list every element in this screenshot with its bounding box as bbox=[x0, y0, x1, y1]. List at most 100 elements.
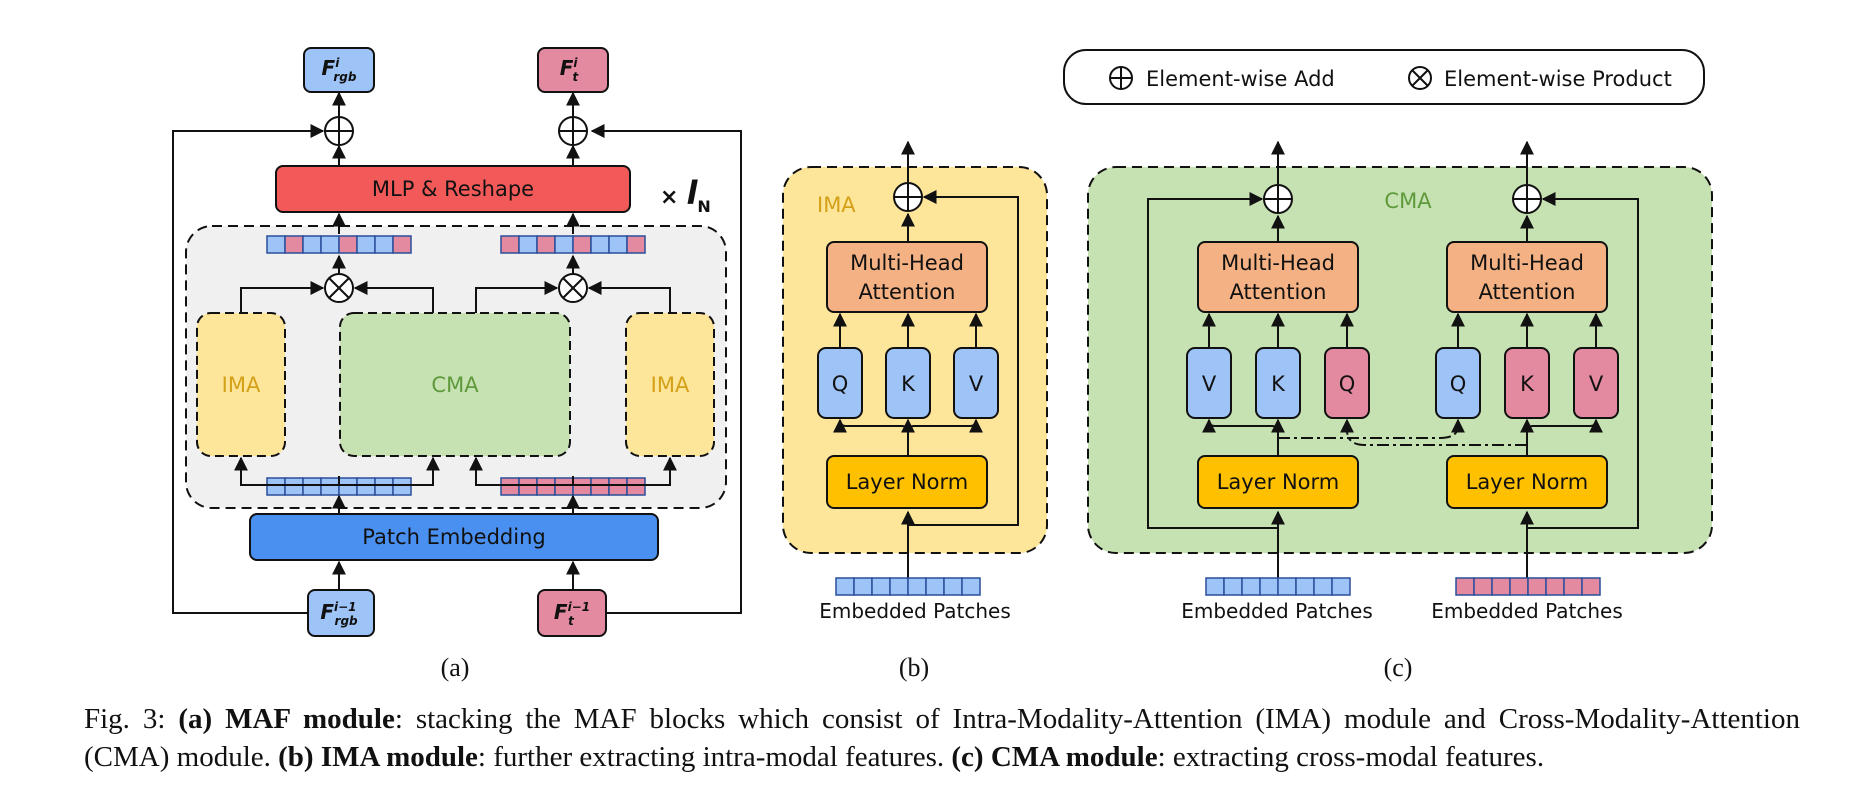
legend-add-label: Element-wise Add bbox=[1146, 67, 1335, 91]
product-node-left bbox=[324, 273, 354, 303]
token-cell bbox=[338, 235, 358, 254]
panel-b: IMA Multi-Head Attention Q K V Layer Nor… bbox=[782, 140, 1048, 682]
caption-c-bold: (c) CMA module bbox=[951, 741, 1158, 773]
ima-left-label: IMA bbox=[222, 373, 261, 397]
q-token-b bbox=[817, 347, 863, 419]
token-cell bbox=[1527, 577, 1547, 596]
token-cell bbox=[1581, 577, 1601, 596]
token-cell bbox=[392, 477, 412, 496]
embedded-patches-strip-b bbox=[835, 577, 981, 596]
token-cell bbox=[853, 577, 873, 596]
token-cell bbox=[572, 477, 592, 496]
mha-block-c-right bbox=[1446, 241, 1608, 313]
q-token-c-left bbox=[1324, 347, 1370, 419]
embedded-patches-c-right-label: Embedded Patches bbox=[1431, 599, 1623, 623]
mha-block-c-left bbox=[1197, 241, 1359, 313]
embedded-patches-c-left-label: Embedded Patches bbox=[1181, 599, 1373, 623]
token-cell bbox=[626, 477, 646, 496]
q-token-c-right bbox=[1435, 347, 1481, 419]
v-token-b bbox=[953, 347, 999, 419]
embedded-patches-b-label: Embedded Patches bbox=[819, 599, 1011, 623]
caption-a-bold: (a) MAF module bbox=[178, 703, 395, 735]
token-cell bbox=[1473, 577, 1493, 596]
token-cell bbox=[626, 235, 646, 254]
token-cell bbox=[356, 477, 376, 496]
add-node-left bbox=[324, 116, 354, 146]
token-cell bbox=[392, 235, 412, 254]
k-label-c-right: K bbox=[1520, 372, 1535, 396]
v-token-c-left bbox=[1186, 347, 1232, 419]
patch-embedding-block bbox=[249, 513, 659, 561]
token-cell bbox=[590, 235, 610, 254]
k-token-c-left bbox=[1255, 347, 1301, 419]
panel-b-label: (b) bbox=[899, 653, 929, 682]
token-cell bbox=[943, 577, 963, 596]
caption-b-bold: (b) IMA module bbox=[278, 741, 478, 773]
token-cell bbox=[284, 477, 304, 496]
caption-fig-number: Fig. 3: bbox=[84, 703, 166, 735]
q-label-b: Q bbox=[832, 372, 849, 396]
token-cell bbox=[1259, 577, 1279, 596]
token-cell bbox=[500, 235, 520, 254]
layer-norm-b bbox=[826, 455, 988, 509]
add-symbol-icon bbox=[1109, 66, 1133, 90]
token-cell bbox=[1563, 577, 1583, 596]
token-cell bbox=[1277, 577, 1297, 596]
add-node-c-right bbox=[1512, 184, 1542, 214]
token-cell bbox=[554, 477, 574, 496]
token-cell bbox=[608, 477, 628, 496]
input-t-box bbox=[537, 589, 607, 637]
k-label-b: K bbox=[901, 372, 916, 396]
panel-a-label: (a) bbox=[441, 653, 470, 682]
token-cell bbox=[302, 235, 322, 254]
token-cell bbox=[1491, 577, 1511, 596]
v-label-b: V bbox=[969, 372, 984, 396]
token-cell bbox=[925, 577, 945, 596]
token-strip-rgb bbox=[266, 477, 412, 496]
cma-label: CMA bbox=[431, 373, 479, 397]
token-cell bbox=[889, 577, 909, 596]
product-symbol-icon bbox=[1408, 66, 1432, 90]
v-token-c-right bbox=[1573, 347, 1619, 419]
token-cell bbox=[554, 235, 574, 254]
q-label-c-left: Q bbox=[1339, 372, 1356, 396]
repeat-times-label: ×lN bbox=[660, 174, 711, 216]
legend: Element-wise Add Element-wise Product bbox=[1063, 49, 1705, 105]
mlp-reshape-label: MLP & Reshape bbox=[372, 177, 534, 201]
token-cell bbox=[835, 577, 855, 596]
token-cell bbox=[1241, 577, 1261, 596]
mlp-reshape-block bbox=[275, 165, 631, 213]
mha-c-left-line1: Multi-Head bbox=[1221, 251, 1335, 275]
v-label-c-right: V bbox=[1589, 372, 1604, 396]
q-label-c-right: Q bbox=[1450, 372, 1467, 396]
layer-norm-c-left bbox=[1197, 455, 1359, 509]
token-strip-mixed-right bbox=[500, 235, 646, 254]
layer-norm-c-right-label: Layer Norm bbox=[1466, 470, 1589, 494]
embedded-patches-strip-c-left bbox=[1205, 577, 1351, 596]
token-cell bbox=[1509, 577, 1529, 596]
token-cell bbox=[608, 235, 628, 254]
token-cell bbox=[1455, 577, 1475, 596]
mha-c-right-line1: Multi-Head bbox=[1470, 251, 1584, 275]
token-cell bbox=[572, 235, 592, 254]
input-rgb-box bbox=[307, 589, 375, 637]
token-cell bbox=[907, 577, 927, 596]
k-label-c-left: K bbox=[1271, 372, 1286, 396]
cma-title: CMA bbox=[1384, 189, 1432, 213]
legend-product-label: Element-wise Product bbox=[1444, 67, 1672, 91]
mha-block-b bbox=[826, 241, 988, 313]
caption-b-text: : further extracting intra-modal feature… bbox=[477, 741, 945, 773]
mha-c-right-line2: Attention bbox=[1479, 280, 1576, 304]
mha-b-line1: Multi-Head bbox=[850, 251, 964, 275]
add-node-c-left bbox=[1263, 184, 1293, 214]
add-node-b bbox=[893, 182, 923, 212]
token-cell bbox=[1295, 577, 1315, 596]
embedded-patches-strip-c-right bbox=[1455, 577, 1601, 596]
token-cell bbox=[590, 477, 610, 496]
product-node-right bbox=[558, 273, 588, 303]
token-cell bbox=[302, 477, 322, 496]
